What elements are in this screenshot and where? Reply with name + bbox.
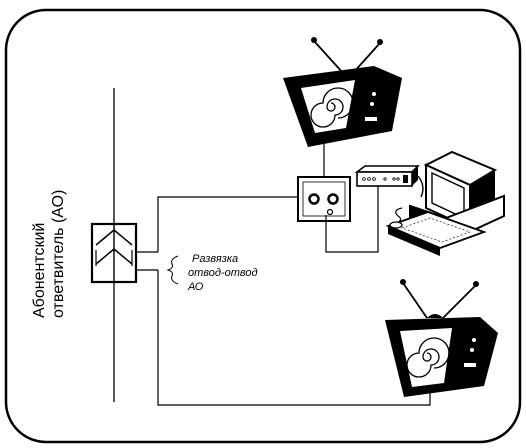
cable-modem-icon <box>354 165 420 187</box>
computer-icon <box>385 150 505 256</box>
wall-socket-icon <box>297 176 351 222</box>
isolation-label-line1: Развязка <box>192 253 238 265</box>
modem-to-computer-cable <box>417 175 424 198</box>
isolation-bracket <box>166 255 179 285</box>
drop-cable-socket <box>157 196 298 252</box>
socket-to-modem-cable <box>325 178 379 253</box>
isolation-label-line3: АО <box>187 281 204 293</box>
tap-label-line1: Абонентский <box>31 223 48 318</box>
isolation-label-line2: отвод-отвод <box>188 267 258 279</box>
tap-label-line2: ответвитель (АО) <box>50 190 67 318</box>
tv-icon-top <box>283 37 402 147</box>
subscriber-tap-icon <box>90 222 158 284</box>
tv-icon-bottom <box>385 279 498 397</box>
